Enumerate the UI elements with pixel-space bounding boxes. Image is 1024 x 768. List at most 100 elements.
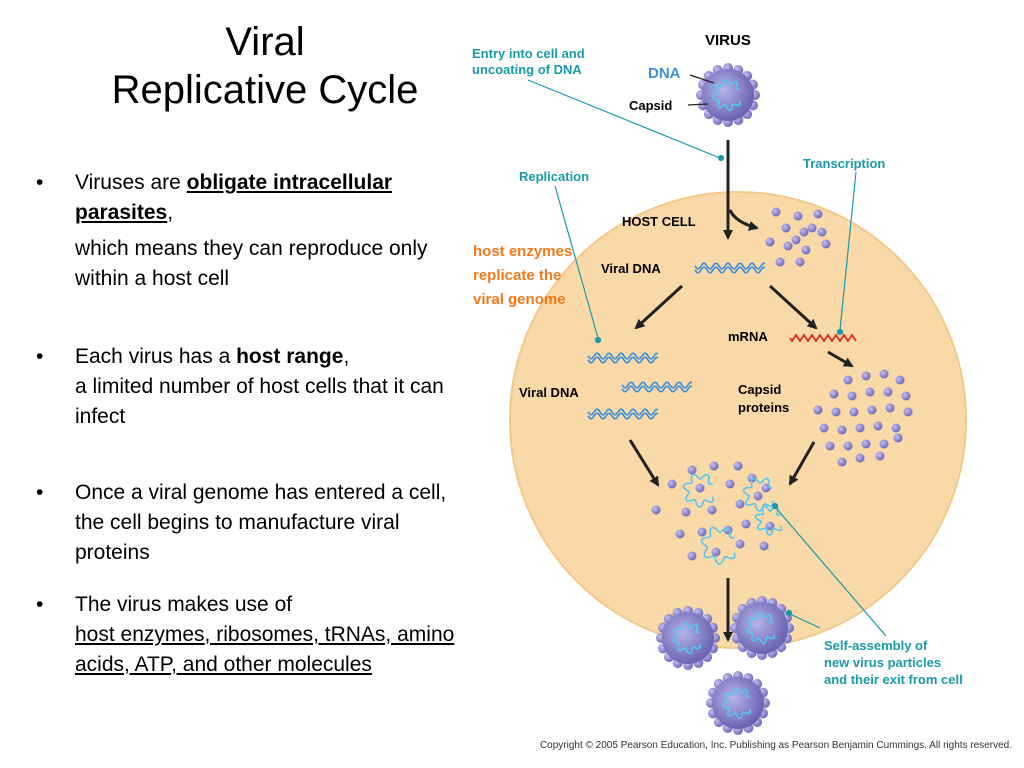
bullet-tail: , [343, 345, 350, 368]
assembly-callout-line [775, 507, 887, 637]
replicated-viral-dna [621, 381, 692, 393]
bullet-symbol: • [36, 593, 44, 616]
capsid-protein-dot [817, 227, 827, 237]
capsid-protein-dot [795, 257, 805, 267]
capsid-protein-dot [893, 433, 903, 443]
capsid-protein-dot [735, 499, 745, 509]
capsid-protein-dot [901, 391, 911, 401]
replication-arrow [634, 284, 684, 330]
host-cell-label: HOST CELL [622, 214, 696, 229]
dna-strand [587, 408, 658, 416]
capsid-protein-dot [819, 423, 829, 433]
protein-dots [651, 207, 913, 561]
dna-strand [587, 352, 658, 360]
viral-dna-left-label: Viral DNA [519, 385, 579, 400]
exit-callout-dot [785, 609, 793, 617]
replication-label: Replication [519, 169, 589, 184]
capsid-protein-dot [759, 541, 769, 551]
capsid-pointer-line [687, 103, 709, 106]
dna-strand [694, 262, 765, 270]
capsid-protein-dot [849, 407, 859, 417]
assembly-callout-dot [771, 502, 779, 510]
host-enzymes-label-line-3: viral genome [473, 291, 566, 308]
capsid-protein-dot [747, 473, 757, 483]
capsid-protein-dot [753, 491, 763, 501]
assembling-genome [700, 526, 736, 565]
assembling-genome [754, 505, 783, 536]
capsid-protein-dot [875, 451, 885, 461]
capsid-protein-dot [697, 527, 707, 537]
entering-virus [696, 63, 760, 127]
capsid-protein-dot [783, 241, 793, 251]
capsid-protein-dot [821, 239, 831, 249]
capsid-protein-dot [847, 391, 857, 401]
bullet-subtext: which means they can reproduce only with… [75, 237, 428, 290]
assembling-viruses [682, 473, 783, 565]
virus-core [662, 612, 714, 664]
virus-core [736, 602, 788, 654]
self-assembly-label-line-1: Self-assembly of [824, 638, 928, 653]
dna-pointer-line [689, 74, 715, 84]
self-assembly-label-line-3: and their exit from cell [824, 672, 963, 687]
entry-callout-dot [717, 154, 725, 162]
viral-genome [711, 79, 742, 112]
capsid-protein-dot [775, 257, 785, 267]
capsid-protein-dot [855, 423, 865, 433]
host-enzymes-label-line-1: host enzymes [473, 243, 572, 260]
capsid-protein-dot [687, 465, 697, 475]
bullet-symbol: • [36, 171, 44, 194]
mrna-label: mRNA [728, 329, 768, 344]
capsid-protein-dot [855, 453, 865, 463]
viral-genome [721, 687, 752, 720]
replication-callout-dot [594, 336, 602, 344]
viral-dna-top-label: Viral DNA [601, 261, 661, 276]
capsid-protein-dot [667, 479, 677, 489]
bullet-lead: The virus makes use of [75, 593, 293, 616]
capsid-protein-dot [903, 407, 913, 417]
process-arrows [628, 140, 854, 642]
bullet-symbol: • [36, 481, 44, 504]
bullet-tail: , [167, 201, 174, 224]
capsid-protein-dot [885, 403, 895, 413]
replication-cycle-diagram: VIRUS DNA Capsid Entry into cell and unc… [472, 32, 967, 735]
released-virus [706, 671, 770, 735]
bullet-text: Once a viral genome has entered a cell, … [75, 481, 447, 564]
capsid-protein-dot [895, 375, 905, 385]
bullet-lead: Each virus has a [75, 345, 237, 368]
capsid-protein-dot [733, 461, 743, 471]
exit-callout-line [789, 613, 821, 629]
capsid-proteins-label-line-2: proteins [738, 400, 789, 415]
dna-strand [621, 381, 692, 389]
replicated-viral-dna [587, 352, 658, 364]
capsid-protein-dot [807, 223, 817, 233]
title-line-1: Viral [225, 20, 305, 64]
capsid-protein-dot [837, 425, 847, 435]
viral-genome [745, 612, 776, 645]
capsid-protein-dot [825, 441, 835, 451]
replication-callout-line [554, 185, 599, 339]
capsid-protein-dot [861, 371, 871, 381]
entry-callout-line [527, 79, 721, 159]
replicated-viral-dna [587, 408, 658, 420]
capsid-protein-dot [793, 211, 803, 221]
capsid-label: Capsid [629, 98, 672, 113]
capsid-protein-dot [675, 529, 685, 539]
capsid-protein-dot [799, 227, 809, 237]
released-virus [656, 606, 720, 670]
dna-strand [587, 356, 658, 364]
bullet-underlined-text: host enzymes, ribosomes, tRNAs, amino ac… [75, 623, 455, 676]
transcription-label: Transcription [803, 156, 885, 171]
capsid-protein-dot [711, 547, 721, 557]
capsid-protein-dot [735, 539, 745, 549]
capsid-protein-dot [879, 369, 889, 379]
capsid-protein-dot [837, 457, 847, 467]
slide-title: Viral Replicative Cycle [40, 18, 490, 114]
capsid-protein-dot [891, 423, 901, 433]
dna-label: DNA [648, 65, 681, 82]
to-capsid-protein-arrow [728, 209, 759, 231]
viral-genome [671, 622, 702, 655]
capsid-protein-dot [883, 387, 893, 397]
capsid-protein-dot [873, 421, 883, 431]
capsid-protein-dot [723, 525, 733, 535]
dna-to-assembly-arrow [628, 439, 660, 487]
